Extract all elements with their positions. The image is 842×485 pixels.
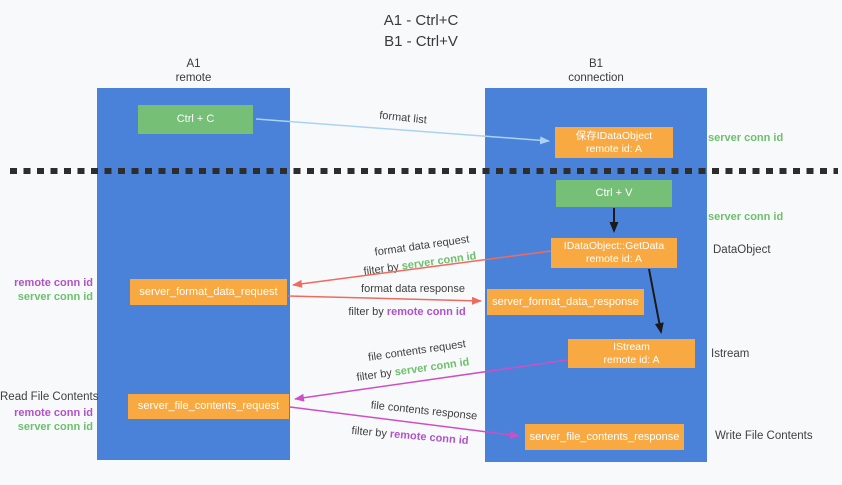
lane-header-b1: B1 connection xyxy=(485,57,707,85)
title-line-1: A1 - Ctrl+C xyxy=(383,12,459,29)
lane-b1-subtitle: connection xyxy=(568,72,624,84)
istream-line1: IStream xyxy=(613,340,650,353)
istream-side-label: Istream xyxy=(711,348,750,360)
format-data-response-arrow xyxy=(287,295,482,305)
ctrl-v-node: Ctrl + V xyxy=(556,180,672,207)
save-dataobject-line1: 保存IDataObject xyxy=(575,129,653,142)
file-request-node: server_file_contents_request xyxy=(128,394,289,419)
save-dataobject-node: 保存IDataObject remote id: A xyxy=(555,127,673,158)
save-dataobject-line2: remote id: A xyxy=(585,142,643,155)
format-request-node: server_format_data_request xyxy=(130,279,287,305)
filter-by-remote-conn-id-label: filter by remote conn id xyxy=(348,306,465,318)
filter-by-text-4: filter by xyxy=(351,424,391,441)
format-list-label: format list xyxy=(378,109,428,127)
file-request-label: server_file_contents_request xyxy=(137,400,280,412)
server-conn-id-mid-label: server conn id xyxy=(708,211,784,223)
read-file-contents-label: Read File Contents xyxy=(0,391,99,403)
remote-conn-id-label-2: remote conn id xyxy=(14,407,93,419)
ctrl-v-label: Ctrl + V xyxy=(595,187,633,199)
ctrl-c-node: Ctrl + C xyxy=(138,105,253,134)
filter-by-remote-conn-id-label-2: filter by remote conn id xyxy=(351,425,469,447)
ctrl-c-label: Ctrl + C xyxy=(176,113,215,125)
file-contents-response-label: file contents response xyxy=(370,399,478,423)
lane-header-a1: A1 remote xyxy=(97,57,290,85)
conn-id-stack-top: remote conn id server conn id xyxy=(0,277,93,304)
format-response-label: server_format_data_response xyxy=(492,295,639,308)
conn-id-stack-bottom: remote conn id server conn id xyxy=(0,407,93,434)
title-line-2: B1 - Ctrl+V xyxy=(384,33,458,50)
lane-a1-subtitle: remote xyxy=(175,72,212,84)
format-data-response-label: format data response xyxy=(361,283,465,295)
filter-by-text-2: filter by xyxy=(348,306,387,318)
filter-by-text: filter by xyxy=(362,260,403,278)
server-conn-id-label-2: server conn id xyxy=(17,420,93,433)
server-conn-id-top-label: server conn id xyxy=(708,132,784,144)
file-response-node: server_file_contents_response xyxy=(525,424,684,450)
getdata-line1: IDataObject::GetData xyxy=(563,240,665,252)
remote-conn-id-label: remote conn id xyxy=(14,277,93,289)
remote-conn-id-inline-2: remote conn id xyxy=(389,428,469,448)
lane-a1-name: A1 xyxy=(186,58,201,70)
diagram-title: A1 - Ctrl+C B1 - Ctrl+V xyxy=(0,10,842,52)
remote-conn-id-inline: remote conn id xyxy=(386,306,466,318)
getdata-node: IDataObject::GetData remote id: A xyxy=(551,238,677,268)
getdata-line2: remote id: A xyxy=(585,253,643,265)
filter-by-text-3: filter by xyxy=(355,366,396,384)
lane-b1-name: B1 xyxy=(588,58,604,70)
write-file-contents-label: Write File Contents xyxy=(715,430,813,442)
server-conn-id-inline-2: server conn id xyxy=(393,356,471,379)
istream-node: IStream remote id: A xyxy=(568,339,695,368)
file-response-label: server_file_contents_response xyxy=(529,430,680,443)
server-conn-id-inline: server conn id xyxy=(400,250,478,273)
istream-line2: remote id: A xyxy=(603,353,660,366)
dataobject-label: DataObject xyxy=(713,244,771,256)
format-request-label: server_format_data_request xyxy=(139,285,278,298)
format-response-node: server_format_data_response xyxy=(487,289,644,315)
server-conn-id-label: server conn id xyxy=(17,290,93,303)
